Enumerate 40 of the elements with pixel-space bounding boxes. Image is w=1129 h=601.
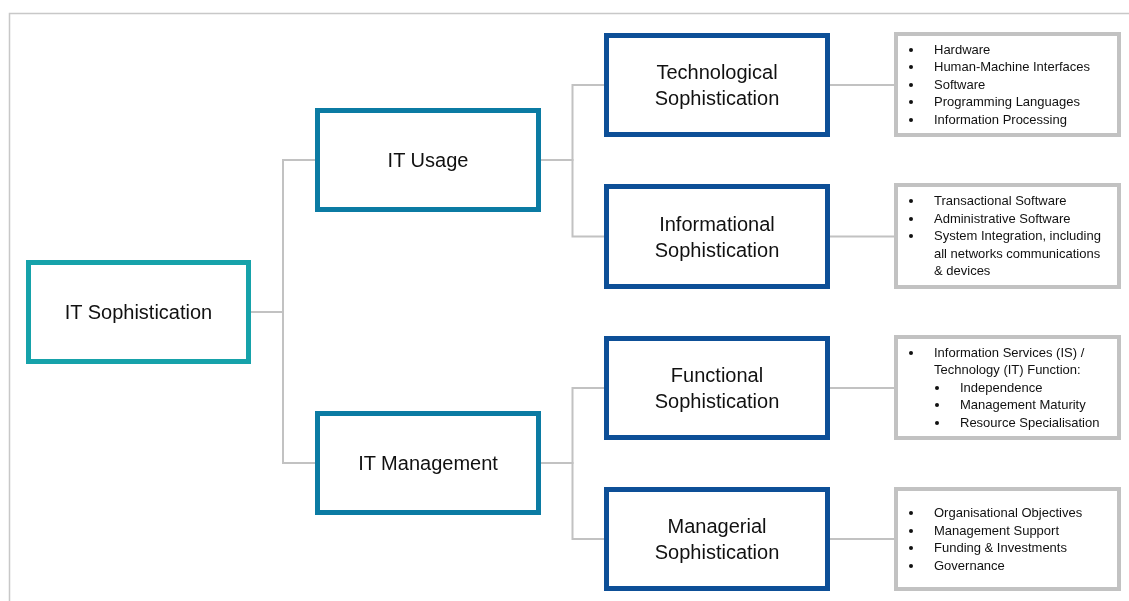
bullet-item: Management Support (934, 522, 1060, 538)
box-label: Informational Sophistication (653, 211, 781, 263)
connector-line (829, 235, 895, 238)
process-box (26, 260, 251, 364)
bullet-item: Administrative Software (934, 210, 1071, 226)
bullet-item: Information Processing (934, 111, 1067, 127)
connector-line (540, 159, 605, 238)
bullet-list-box (894, 183, 1121, 289)
box-label: IT Management (357, 451, 499, 476)
bullet-item: Independence (960, 379, 1043, 395)
box-label: IT Usage (386, 148, 470, 173)
bullet-item: Transactional Software (934, 193, 1067, 209)
bullet-item: Human-Machine Interfaces (934, 59, 1091, 75)
connector-line (540, 462, 605, 540)
box-label: IT Sophistication (63, 300, 214, 325)
bullet-item: System Integration, including all networks communications & devices (934, 228, 1101, 279)
connector-line (829, 538, 895, 540)
connector-line (829, 387, 895, 389)
bullet-item: Organisational Objectives (934, 505, 1083, 520)
box-label: Technological Sophistication (653, 60, 781, 111)
process-box (604, 33, 830, 137)
bullet-list-box (894, 32, 1121, 137)
process-box (604, 184, 830, 289)
connector-line (829, 84, 895, 86)
process-box (315, 411, 541, 515)
process-box (604, 336, 830, 440)
process-box (315, 108, 541, 212)
bullet-list-box (894, 335, 1121, 440)
bullet-item: Management Maturity (960, 397, 1086, 413)
bullet-item: Governance (934, 557, 1005, 573)
bullet-item: Information Services (IS) / Technology (IT) Function: (934, 344, 1085, 378)
bullet-item: Programming Languages (934, 94, 1080, 110)
box-label: Functional Sophistication (653, 363, 781, 414)
bullet-item: Resource Specialisation (960, 414, 1100, 430)
process-box (604, 487, 830, 591)
bullet-item: Hardware (934, 41, 991, 57)
bullet-list-box (894, 487, 1121, 591)
bullet-item: Funding & Investments (934, 540, 1067, 555)
box-label: Managerial Sophistication (653, 514, 781, 565)
bullet-item: Software (934, 76, 986, 92)
